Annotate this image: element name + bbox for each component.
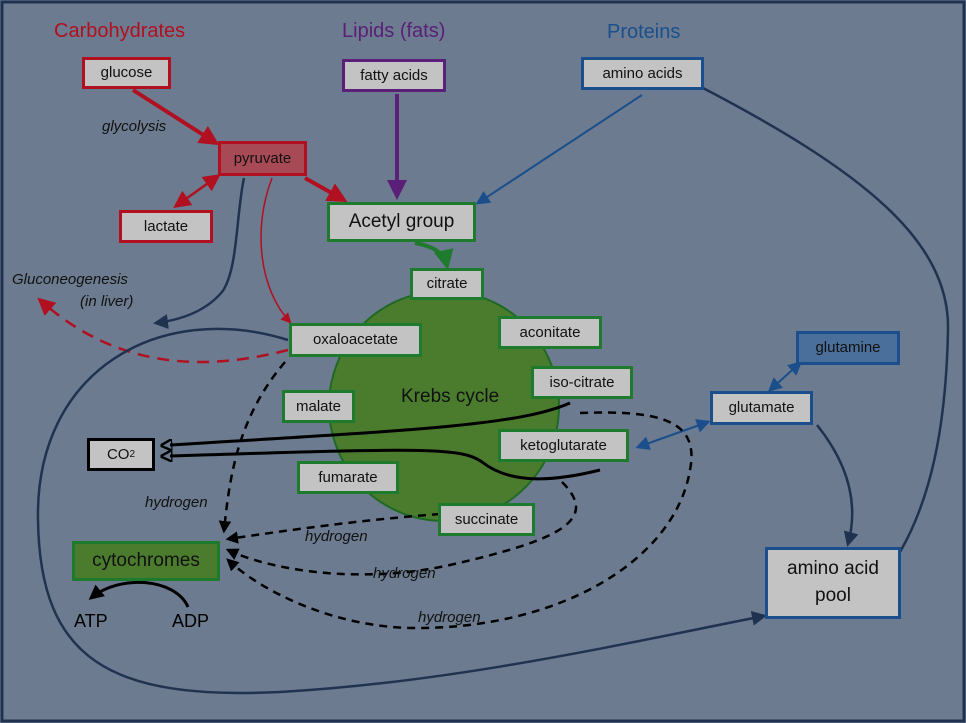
glutamate-to-pool-arrow	[816, 424, 859, 547]
node-amino-acids: amino acids	[581, 57, 704, 90]
oxaloacetate-to-pool-line	[36, 327, 767, 695]
label-atp: ATP	[74, 611, 108, 631]
node-amino-acid-pool: amino acid pool	[765, 547, 901, 619]
node-acetyl-group: Acetyl group	[327, 202, 476, 242]
label-glycolysis: glycolysis	[102, 118, 167, 135]
gluconeogenesis-arrow	[37, 297, 289, 364]
label-hydrogen-ketoglutarate: hydrogen	[373, 565, 436, 582]
node-ketoglutarate: ketoglutarate	[498, 429, 629, 462]
node-glutamine: glutamine	[796, 331, 900, 365]
node-iso-citrate: iso-citrate	[531, 366, 633, 399]
co2-text: CO	[106, 445, 130, 463]
amino-acids-to-pool-line	[702, 86, 950, 553]
node-aconitate: aconitate	[498, 316, 602, 349]
heading-carbohydrates: Carbohydrates	[54, 20, 186, 42]
pyruvate-lactate-arrow	[173, 173, 221, 209]
glucose-to-pyruvate-arrow	[131, 88, 220, 146]
node-fatty-acids: fatty acids	[342, 59, 446, 92]
label-krebs-cycle: Krebs cycle	[401, 386, 500, 407]
node-oxaloacetate: oxaloacetate	[289, 323, 422, 357]
succinate-hydrogen-line	[225, 512, 441, 544]
malate-hydrogen-line	[218, 361, 286, 534]
label-gluconeogenesis: Gluconeogenesis	[12, 271, 128, 288]
node-glucose: glucose	[82, 57, 171, 89]
pyruvate-to-pathway-line	[153, 177, 246, 329]
isocitrate-co2-line	[170, 401, 571, 445]
node-malate: malate	[282, 390, 355, 423]
node-succinate: succinate	[438, 503, 535, 536]
heading-proteins: Proteins	[607, 21, 681, 43]
pyruvate-to-oxaloacetate-arrow	[260, 177, 292, 324]
node-fumarate: fumarate	[297, 461, 399, 494]
co2-subscript: 2	[129, 448, 136, 460]
acetyl-to-citrate-arrow	[414, 241, 454, 270]
heading-lipids: Lipids (fats)	[342, 20, 446, 42]
node-citrate: citrate	[410, 268, 484, 300]
label-hydrogen-succinate: hydrogen	[305, 528, 368, 545]
ketoglutarate-co2-line	[170, 448, 601, 481]
label-in-liver: (in liver)	[80, 293, 134, 310]
amino-acids-to-acetyl-arrow	[475, 94, 643, 205]
node-lactate: lactate	[119, 210, 213, 243]
label-adp: ADP	[172, 611, 210, 631]
label-hydrogen-malate: hydrogen	[145, 494, 208, 511]
pyruvate-to-acetyl-arrow	[304, 176, 348, 202]
glutamine-glutamate-arrow	[767, 361, 803, 392]
ketoglutarate-hydrogen-line	[225, 481, 578, 576]
node-pyruvate: pyruvate	[218, 141, 307, 176]
label-hydrogen-isocitrate: hydrogen	[418, 609, 481, 626]
node-cytochromes: cytochromes	[72, 541, 220, 581]
isocitrate-hydrogen-line	[226, 411, 693, 630]
node-glutamate: glutamate	[710, 391, 813, 425]
ketoglutarate-glutamate-arrow	[635, 419, 711, 450]
adp-to-atp-arrow	[88, 580, 190, 608]
